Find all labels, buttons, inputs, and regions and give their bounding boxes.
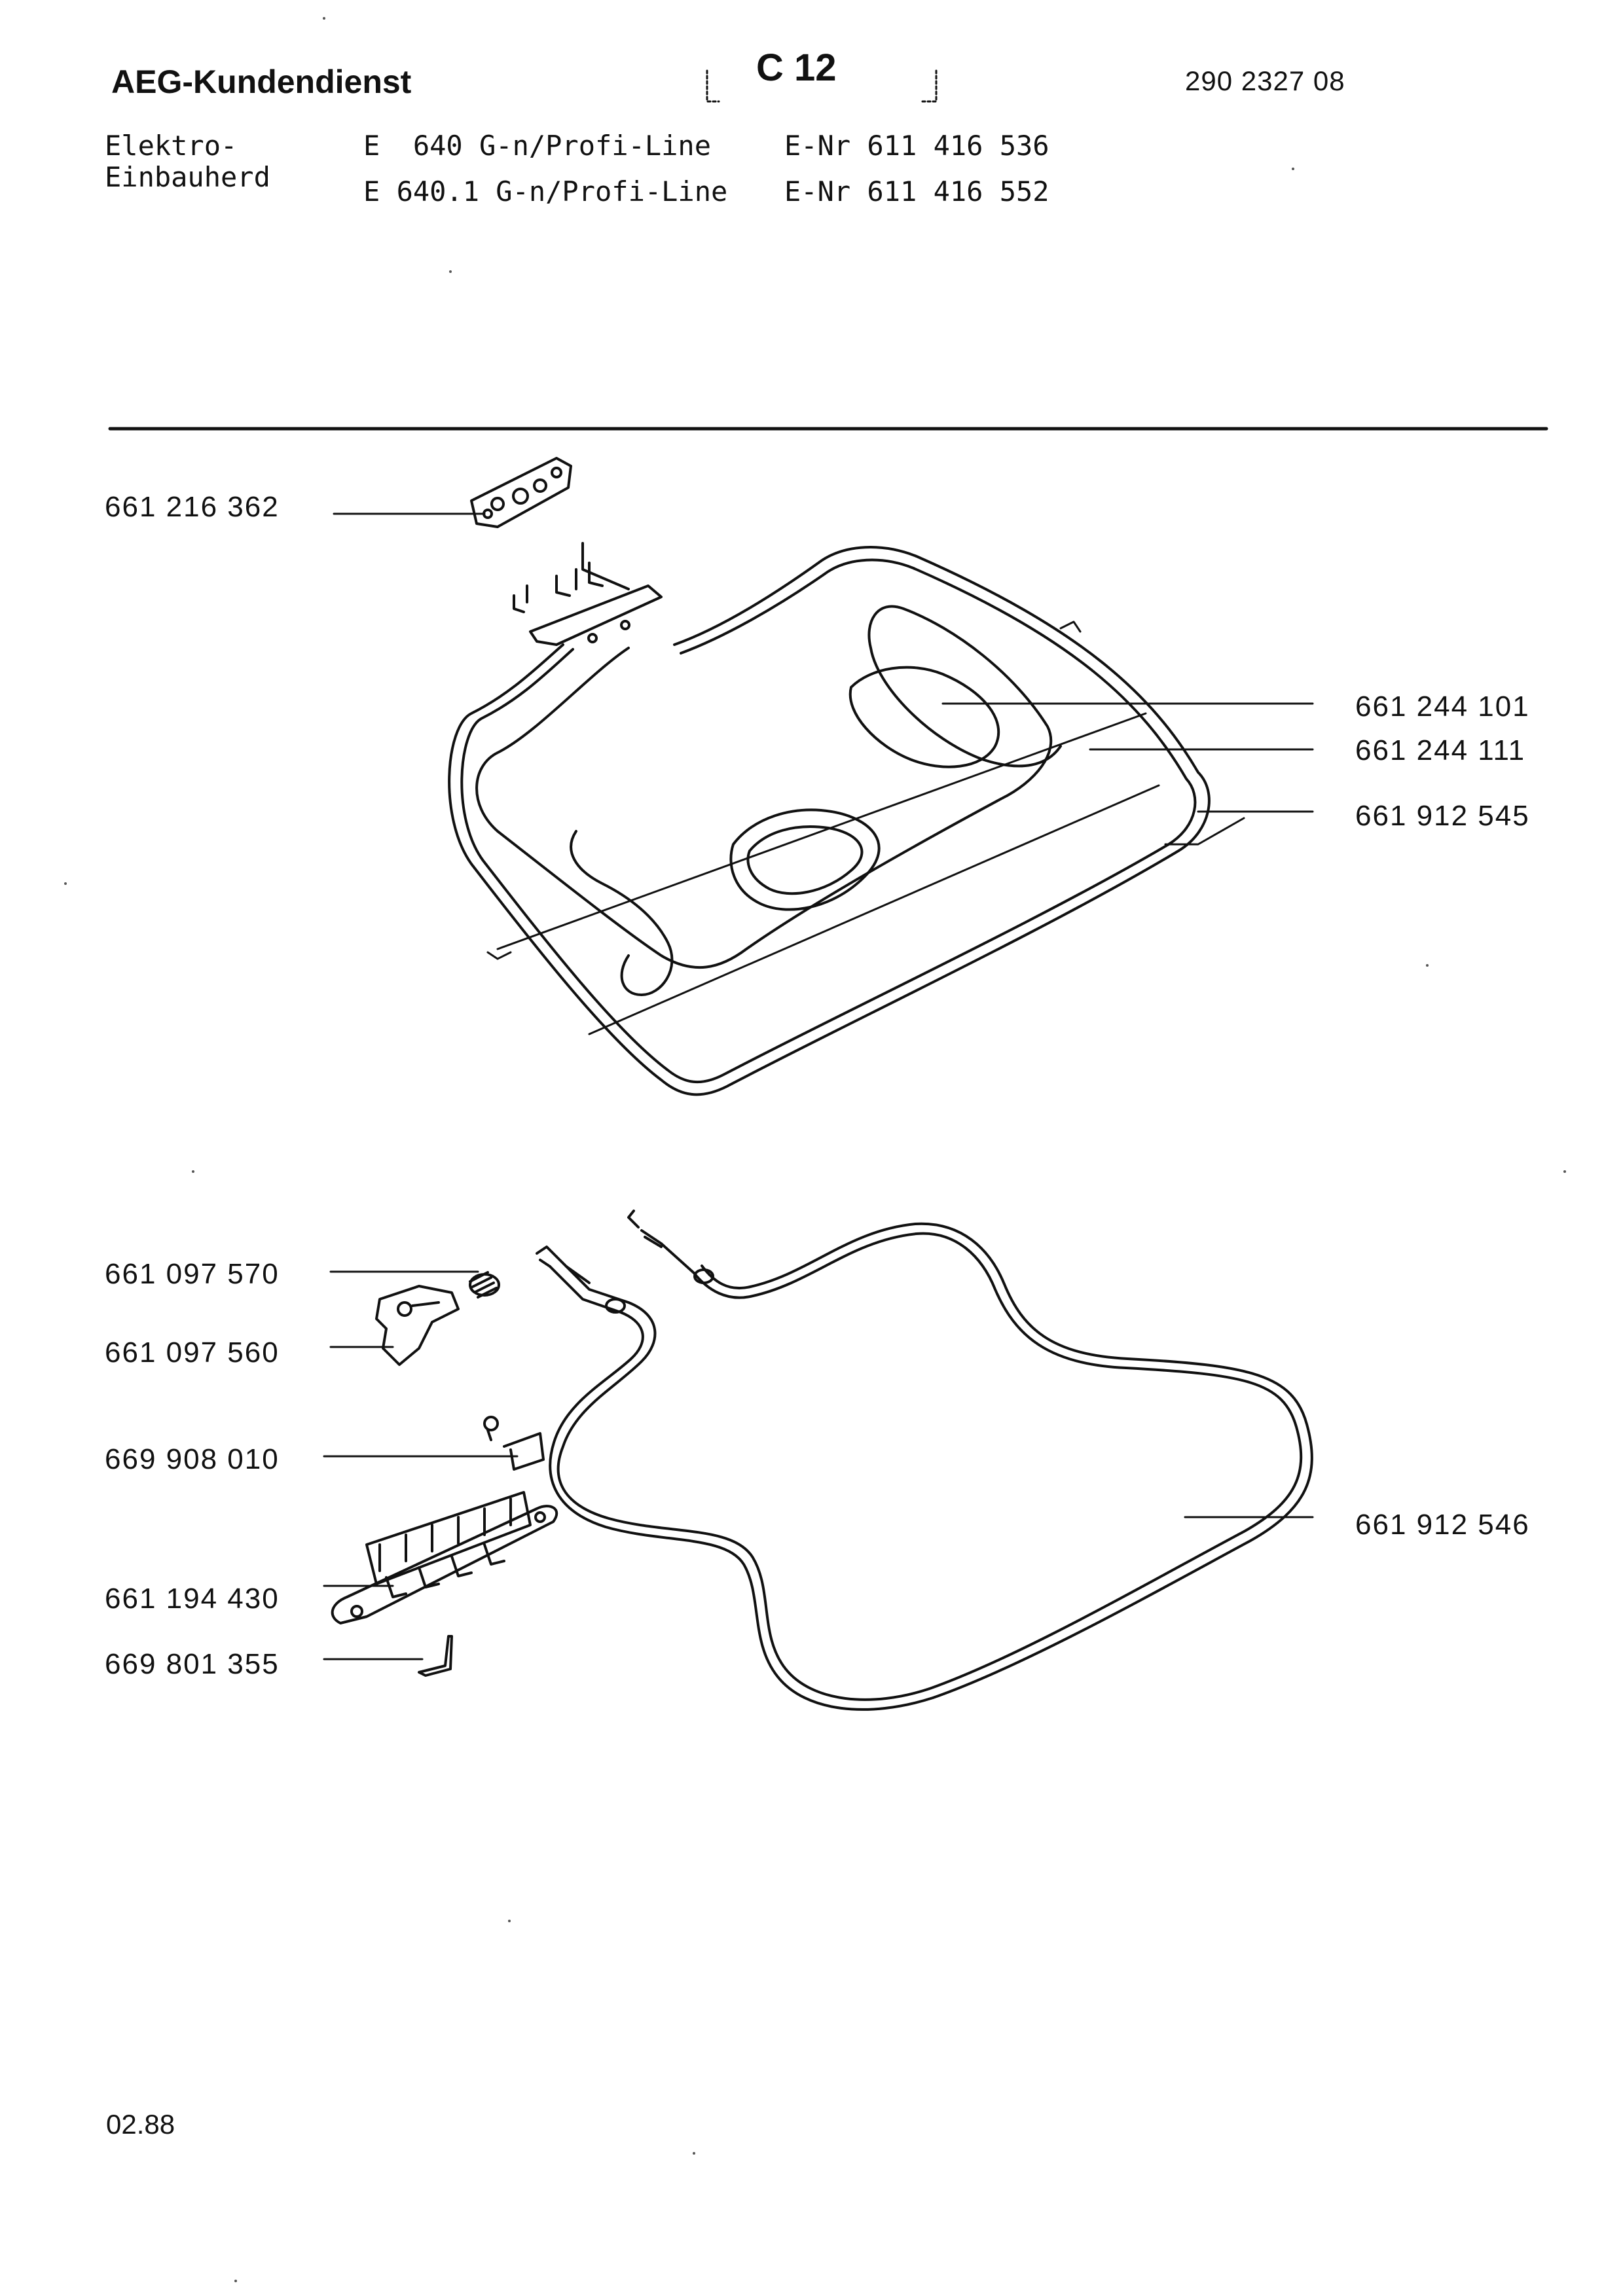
spring-drawing xyxy=(469,1271,500,1299)
clamp-drawing xyxy=(418,1635,453,1677)
scan-noise xyxy=(64,17,1566,2282)
model-1: E 640 G-n/Profi-Line xyxy=(363,130,712,162)
leaders-upper xyxy=(941,702,1314,846)
part-label-661097570: 661 097 570 xyxy=(105,1258,280,1290)
print-date: 02.88 xyxy=(106,2109,175,2140)
appliance-type-line2: Einbauherd xyxy=(105,161,270,193)
part-label-661912545: 661 912 545 xyxy=(1355,800,1530,832)
support-rods xyxy=(486,620,1160,1035)
grill-element-inner-loops xyxy=(475,605,1062,996)
part-label-661912546: 661 912 546 xyxy=(1355,1509,1530,1541)
terminal-plate-drawing xyxy=(470,457,572,528)
part-label-669908010: 669 908 010 xyxy=(105,1443,280,1475)
document-number: 290 2327 08 xyxy=(1185,65,1345,96)
part-label-669801355: 669 801 355 xyxy=(105,1648,280,1680)
appliance-type-line1: Elektro- xyxy=(105,130,238,162)
model-2-enr: E-Nr 611 416 552 xyxy=(784,175,1049,207)
clip-drawing xyxy=(483,1416,545,1471)
section-code: C 12 xyxy=(756,46,837,89)
top-element-outer-loop xyxy=(448,546,1211,1096)
model-2: E 640.1 G-n/Profi-Line xyxy=(363,175,728,207)
holder-bracket-drawing xyxy=(375,1285,460,1366)
model-1-enr: E-Nr 611 416 536 xyxy=(784,130,1049,162)
brand-title: AEG-Kundendienst xyxy=(111,63,412,100)
terminal-block-drawing xyxy=(331,1491,558,1624)
part-label-661244111: 661 244 111 xyxy=(1355,734,1526,766)
part-label-661097560: 661 097 560 xyxy=(105,1336,280,1369)
section-code-frame xyxy=(706,69,938,103)
element-terminal-bracket xyxy=(513,542,663,646)
part-label-661194430: 661 194 430 xyxy=(105,1583,280,1615)
bottom-element-drawing xyxy=(536,1210,1313,1711)
part-label-661216362: 661 216 362 xyxy=(105,491,280,523)
part-label-661244101: 661 244 101 xyxy=(1355,691,1530,723)
